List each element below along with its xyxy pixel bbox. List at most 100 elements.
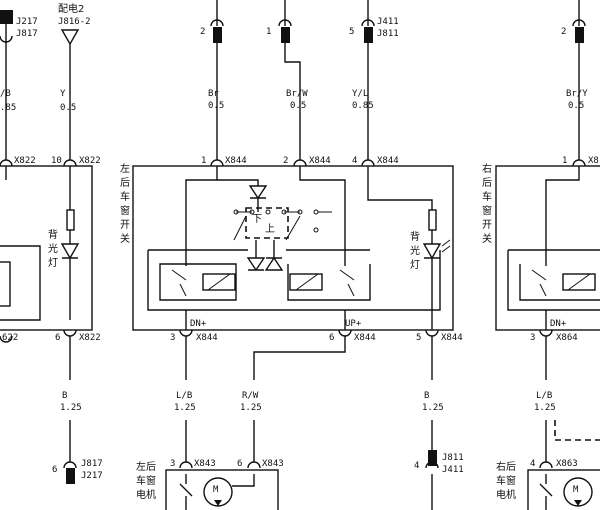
pin-number: 3 bbox=[530, 333, 535, 343]
motor-name: 电机 bbox=[136, 488, 156, 501]
motor-housing bbox=[165, 469, 279, 510]
right-panel: 2 Br/Y 0.5 1 X8 右 后 车 窗 开 关 DN+ 3 X864 L… bbox=[482, 0, 600, 510]
pin-connector bbox=[179, 461, 193, 469]
relay-coil-mark bbox=[295, 273, 319, 291]
switch-name-char: 后 bbox=[482, 177, 492, 189]
pin-connector bbox=[425, 461, 439, 469]
pin-connector bbox=[338, 329, 352, 337]
connector-block bbox=[281, 27, 290, 43]
connector-label: X8 bbox=[588, 156, 599, 166]
pin-number: 1 bbox=[562, 156, 567, 166]
motor-name: 右后 bbox=[496, 460, 516, 473]
connector-label: J411 bbox=[442, 465, 464, 475]
down-label: 下 bbox=[252, 214, 262, 225]
switch-name-char: 关 bbox=[482, 232, 492, 245]
wire-gauge-label: 1.25 bbox=[174, 403, 196, 413]
connector-block bbox=[428, 450, 437, 466]
top-connector-1: 2 Br 0.5 bbox=[200, 0, 224, 160]
dashed-wire bbox=[554, 420, 600, 441]
relay-frame bbox=[159, 263, 237, 301]
relay-frame bbox=[287, 264, 371, 301]
pin-connector bbox=[539, 461, 553, 469]
wire-color-label: L/B bbox=[176, 391, 192, 401]
pin-connector bbox=[572, 159, 586, 167]
connector-label: J217 bbox=[16, 17, 38, 27]
motor-name: 左后 bbox=[136, 460, 156, 473]
connector-block bbox=[575, 27, 584, 43]
pin-number: 1 bbox=[201, 156, 206, 166]
relay-contact-right bbox=[339, 269, 355, 297]
pin-number: 3 bbox=[170, 333, 175, 343]
wire bbox=[284, 43, 301, 160]
contact-point bbox=[297, 209, 303, 215]
wire-gauge-label: 0.5 bbox=[568, 101, 584, 111]
pin-number: 5 bbox=[416, 333, 421, 343]
motor-name: 电机 bbox=[496, 488, 516, 501]
pin-number: 6 bbox=[55, 333, 60, 343]
connector-label: J811 bbox=[442, 453, 464, 463]
pin-connector bbox=[63, 159, 77, 167]
pin-number: 5 bbox=[349, 27, 354, 37]
pin-connector bbox=[63, 461, 77, 469]
diode-icon bbox=[246, 257, 266, 272]
motor-name: 车窗 bbox=[136, 474, 156, 487]
relay-coil-mark bbox=[567, 273, 591, 291]
wire-color-label: B bbox=[424, 391, 429, 401]
pin-connector bbox=[63, 329, 77, 337]
power-terminal-icon bbox=[60, 29, 80, 46]
relay-frame bbox=[147, 250, 441, 311]
switch-name-char: 开 bbox=[482, 220, 492, 231]
top-connector-2: 1 Br/W 0.5 bbox=[266, 0, 308, 160]
connector-label: J411 bbox=[377, 17, 399, 27]
relay-frame bbox=[519, 264, 600, 301]
wire-gauge-label: 0.5 bbox=[290, 101, 306, 111]
connector-label: X822 bbox=[14, 156, 36, 166]
switch-name-char: 车 bbox=[482, 190, 492, 203]
connector-label: X844 bbox=[225, 156, 247, 166]
pin-number: 4 bbox=[414, 461, 419, 471]
connector-label: X822 bbox=[79, 156, 101, 166]
dn-label: DN+ bbox=[190, 319, 207, 329]
motor-symbol: M bbox=[213, 485, 219, 495]
connector-label: J817 bbox=[81, 459, 103, 469]
wire-gauge-label: 1.25 bbox=[534, 403, 556, 413]
wire bbox=[232, 474, 255, 487]
connector-block bbox=[0, 10, 13, 24]
wire-color-label: Y bbox=[60, 89, 66, 99]
pin-number: 1 bbox=[266, 27, 271, 37]
pin-connector bbox=[179, 329, 193, 337]
wire bbox=[367, 166, 433, 210]
power-pin-label: J816-2 bbox=[58, 17, 91, 27]
wire-color-label: /B bbox=[0, 89, 11, 99]
connector-label: J811 bbox=[377, 29, 399, 39]
wire-gauge-label: 0.5 bbox=[208, 101, 224, 111]
connector-block bbox=[364, 27, 373, 43]
pin-connector bbox=[293, 159, 307, 167]
switch-housing bbox=[0, 165, 93, 331]
wire bbox=[299, 166, 346, 266]
wire-color-label: Br bbox=[208, 89, 219, 99]
wire bbox=[185, 166, 218, 266]
top-connector-3: 5 J411 J811 Y/L 0.85 bbox=[349, 0, 399, 160]
motor-symbol: M bbox=[573, 485, 579, 495]
motor-arrow-icon bbox=[214, 500, 222, 506]
up-plus-label: UP+ bbox=[345, 319, 362, 329]
switch-link bbox=[245, 207, 289, 239]
dn-label: DN+ bbox=[550, 319, 567, 329]
switch-name-char: 后 bbox=[120, 177, 130, 189]
connector-label: X864 bbox=[556, 333, 578, 343]
backlight-label: 背 bbox=[48, 228, 58, 241]
wire-gauge-label: 0.85 bbox=[352, 101, 374, 111]
led-icon bbox=[422, 243, 442, 260]
connector-label: X844 bbox=[441, 333, 463, 343]
power-label: 配电2 bbox=[58, 2, 84, 15]
backlight-label: 光 bbox=[410, 244, 420, 257]
contact-point bbox=[313, 227, 319, 233]
wire-color-label: R/W bbox=[242, 391, 259, 401]
relay-contact bbox=[531, 269, 547, 297]
pin-number: 4 bbox=[352, 156, 357, 166]
wire-color-label: L/B bbox=[536, 391, 552, 401]
motor-name: 车窗 bbox=[496, 474, 516, 487]
backlight-label: 背 bbox=[410, 230, 420, 243]
pin-number: 6 bbox=[237, 459, 242, 469]
